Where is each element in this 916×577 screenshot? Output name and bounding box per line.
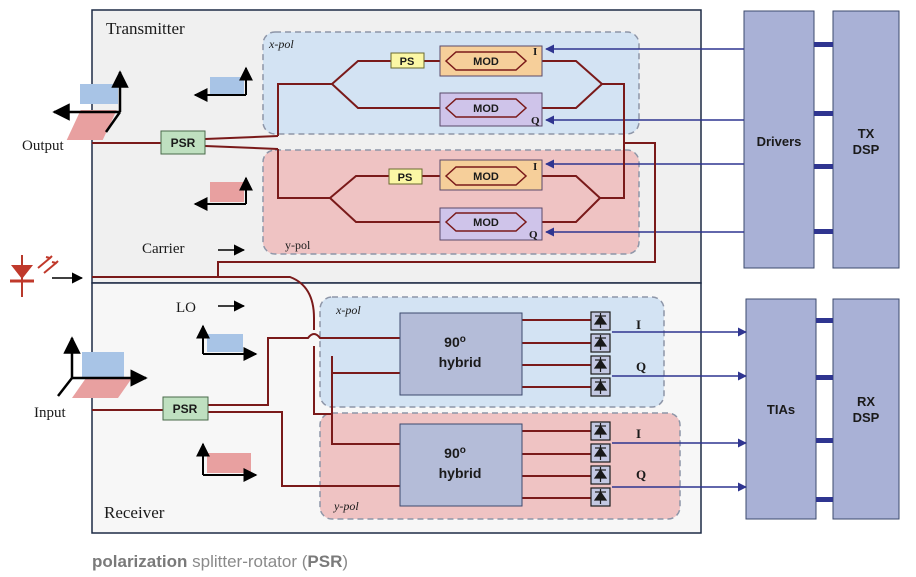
rx-ypol-hybrid: [399, 423, 523, 507]
tx-xpol-indicator-icon: [193, 66, 253, 102]
rx-ypol-indicator-icon: [196, 442, 258, 482]
tx-ypol-label: y-pol: [285, 238, 311, 252]
tx-dsp-label-2: DSP: [853, 142, 880, 157]
mod-xpol-i: [439, 45, 543, 77]
output-polarization-icon: [52, 70, 129, 140]
caption-psr: PSR: [307, 552, 343, 571]
rx-ypol-i-label: I: [636, 426, 641, 441]
carrier-label: Carrier: [142, 241, 184, 257]
rx-ypol-label: y-pol: [333, 499, 359, 513]
mod-ypol-i-label: MOD: [473, 171, 499, 183]
tx-ypol-indicator-icon: [193, 176, 253, 211]
tx-psr-box: [160, 130, 206, 155]
rx-ypol-hybrid-degree: o: [460, 445, 466, 456]
rx-xpol-photodiodes: [590, 311, 611, 397]
rx-xpol-hybrid: [399, 312, 523, 396]
driver-signal-arrows: [545, 44, 744, 237]
drivers-label: Drivers: [757, 134, 802, 149]
rx-xpol-hybrid-degree: o: [460, 334, 466, 345]
rx-xpol-indicator-icon: [196, 324, 258, 361]
mod-ypol-i-tag: I: [533, 161, 537, 173]
tias-block: [745, 298, 817, 520]
caption-end: ): [342, 552, 349, 571]
mod-xpol-q-tag: Q: [531, 115, 540, 127]
rx-bus-connectors: [816, 318, 833, 502]
rx-dsp-label-2: DSP: [853, 410, 880, 425]
rx-ypol-q-label: Q: [636, 467, 646, 482]
rx-xpol-q-label: Q: [636, 359, 646, 374]
tx-dsp-block: [832, 10, 900, 269]
caption-middle: splitter-rotator (: [187, 552, 308, 571]
rx-ypol-hybrid-label-1: 90o: [444, 445, 466, 461]
rx-xpol-label: x-pol: [335, 303, 361, 317]
mod-ypol-q-tag: Q: [529, 229, 538, 241]
rx-waveguides: [92, 319, 592, 499]
rx-ypol-hybrid-label-2: hybrid: [439, 465, 482, 481]
input-polarization-icon: [57, 336, 148, 398]
rx-psr-box: [162, 396, 209, 421]
tx-xpol-ps: [390, 52, 425, 69]
rx-ypol-photodiodes: [590, 421, 611, 507]
output-label: Output: [22, 138, 65, 154]
transmitter-title: Transmitter: [106, 19, 185, 38]
mod-xpol-q: [439, 92, 543, 127]
tx-xpol-ps-label: PS: [400, 56, 415, 68]
drivers-block: [743, 10, 815, 269]
rx-psr-label: PSR: [173, 402, 198, 416]
rx-dsp-block: [832, 298, 900, 520]
mod-xpol-i-label: MOD: [473, 56, 499, 68]
tx-dsp-label-1: TX: [858, 126, 875, 141]
tias-label: TIAs: [767, 402, 795, 417]
tx-ypol-ps-label: PS: [398, 172, 413, 184]
mod-xpol-i-tag: I: [533, 46, 537, 58]
psr-caption: polarization splitter-rotator (PSR): [92, 552, 348, 572]
laser-diode-icon: [10, 255, 59, 297]
rx-xpol-hybrid-label-2: hybrid: [439, 354, 482, 370]
mod-xpol-q-label: MOD: [473, 103, 499, 115]
tx-xpol-label: x-pol: [268, 37, 294, 51]
mod-ypol-i: [439, 159, 543, 191]
tx-waveguides: [92, 60, 656, 330]
input-label: Input: [34, 405, 66, 421]
tx-ypol-ps: [388, 168, 423, 185]
rx-xpol-hybrid-label-1: 90o: [444, 334, 466, 350]
rx-dsp-label-1: RX: [857, 394, 875, 409]
tx-bus-connectors: [814, 42, 833, 234]
caption-word-polarization: polarization: [92, 552, 188, 571]
mod-ypol-q-label: MOD: [473, 217, 499, 229]
tx-psr-label: PSR: [171, 136, 196, 150]
pd-signal-arrows: [612, 327, 747, 492]
lo-label: LO: [176, 300, 196, 316]
receiver-title: Receiver: [104, 503, 165, 522]
rx-xpol-i-label: I: [636, 317, 641, 332]
mod-ypol-q: [439, 207, 543, 241]
